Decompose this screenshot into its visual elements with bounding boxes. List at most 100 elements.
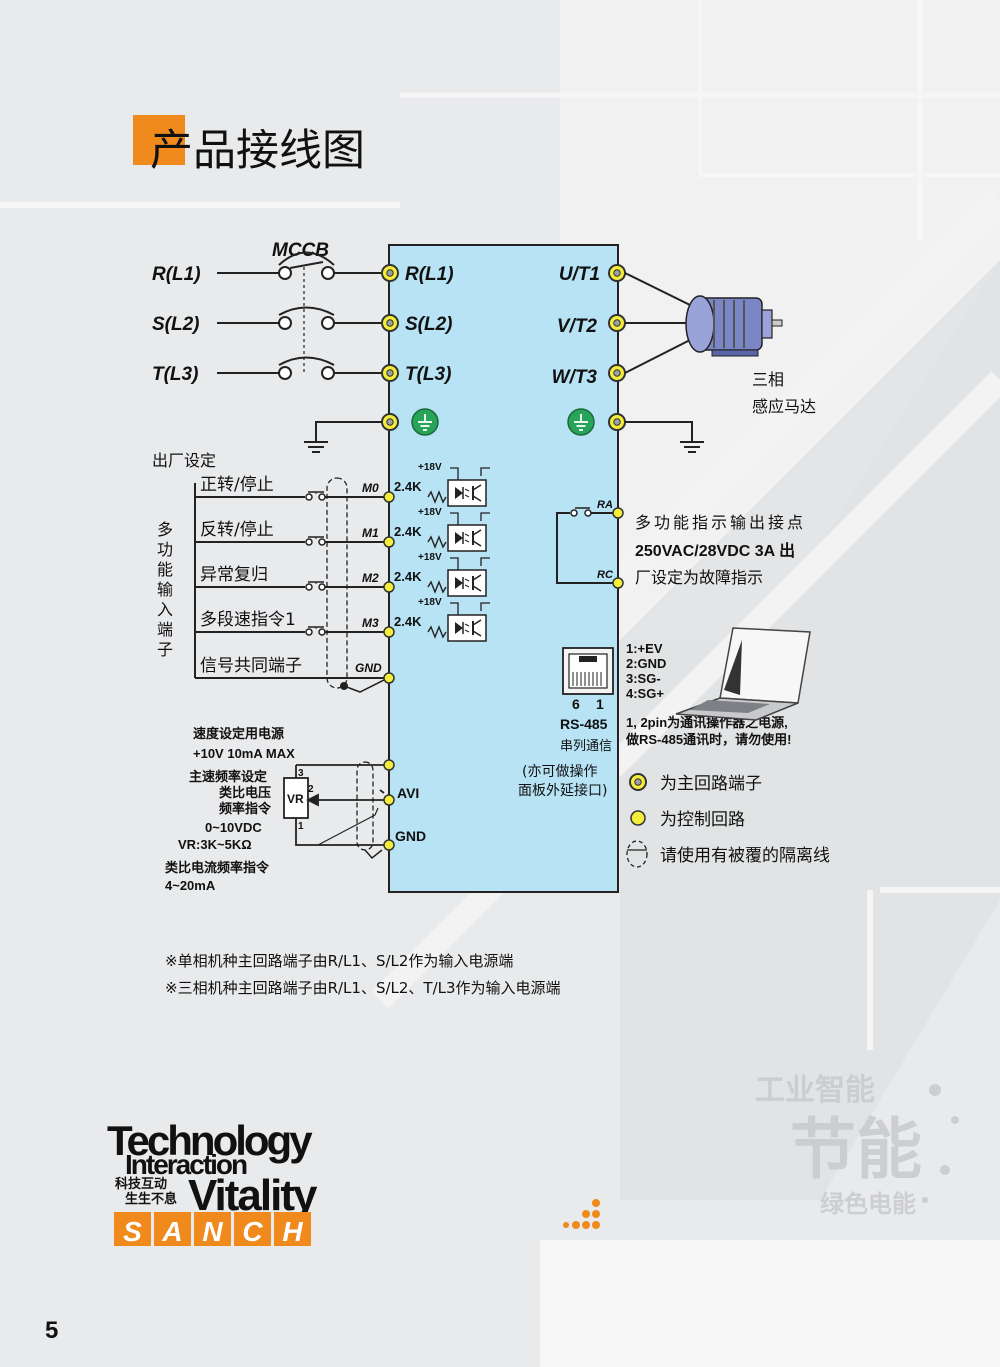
- range-label: 0~10VDC: [205, 820, 262, 835]
- watermark-line-1: 工业智能: [755, 1074, 875, 1107]
- freq-desc-1: 主速频率设定: [189, 769, 267, 784]
- power-input-wiring: [217, 251, 382, 380]
- brand-letter-box: [234, 1212, 271, 1246]
- ra-label: RA: [597, 499, 613, 511]
- digital-input-row: 反转/停止 M1 2.4K +18V: [195, 507, 490, 552]
- terminal-s: [381, 314, 399, 332]
- relay-output: [556, 507, 624, 589]
- drive-input-r: R(L1): [405, 264, 454, 285]
- title-marker: [133, 115, 185, 165]
- pin-2: 2:GND: [626, 656, 666, 671]
- rs485-label: RS-485: [560, 716, 608, 732]
- current-desc-1: 类比电流频率指令: [165, 860, 270, 875]
- terminal-pe-out: [608, 413, 626, 431]
- terminal-gnd-analog: [383, 839, 395, 851]
- brand-letter-box: [154, 1212, 191, 1246]
- pin-3: 3:SG-: [626, 671, 661, 686]
- drive-box: [388, 244, 619, 893]
- optocoupler-icon: [447, 569, 487, 597]
- supply-18v-label: +18V: [418, 597, 442, 608]
- brand-letter-box: [194, 1212, 231, 1246]
- orange-dots-icon: [563, 1199, 600, 1229]
- drive-input-t: T(L3): [405, 364, 451, 385]
- rj45-pin6: 6: [572, 696, 580, 712]
- note-three-phase: ※三相机种主回路端子由R/L1、S/L2、T/L3作为输入电源端: [165, 979, 561, 997]
- input-function-label: 异常复归: [200, 565, 268, 585]
- motor-label-2: 感应马达: [752, 397, 816, 416]
- relay-desc-1: 多功能指示输出接点: [635, 513, 806, 532]
- mccb-label: MCCB: [272, 240, 329, 261]
- supply-18v-label: +18V: [418, 462, 442, 473]
- drive-output-v: V/T2: [557, 316, 598, 337]
- page-number: 5: [45, 1317, 58, 1344]
- ground-icon: [411, 408, 439, 436]
- input-terminal-label: M3: [362, 616, 379, 630]
- input-terminal-label: M1: [362, 526, 379, 540]
- terminal-m3: [383, 626, 395, 638]
- page-title: 产品接线图: [150, 126, 365, 176]
- ext-panel-2: 面板外延接口): [518, 782, 607, 799]
- multi-input-label: 多功能输入端子: [157, 520, 174, 659]
- terminal-m1: [383, 536, 395, 548]
- pot-label: VR: [287, 792, 304, 806]
- resistor-label: 2.4K: [394, 524, 422, 539]
- common-terminal-label: 信号共同端子: [200, 656, 302, 676]
- brand-letter: A: [161, 1216, 182, 1247]
- brand-letter-box: [114, 1212, 151, 1246]
- factory-setting-label: 出厂设定: [152, 451, 216, 470]
- terminal-v: [608, 314, 626, 332]
- drive-output-w: W/T3: [552, 367, 598, 388]
- input-label-t: T(L3): [152, 364, 198, 385]
- pin-1: 1:+EV: [626, 641, 663, 656]
- brand-interaction: Interaction: [125, 1149, 247, 1180]
- input-function-label: 正转/停止: [200, 475, 274, 495]
- legend-control: 为控制回路: [660, 810, 745, 830]
- legend-main-terminal-icon: [629, 773, 647, 791]
- shield-cable: [326, 477, 348, 689]
- rc-label: RC: [597, 569, 614, 581]
- input-function-label: 多段速指令1: [200, 610, 296, 630]
- relay-desc-3: 厂设定为故障指示: [635, 568, 763, 587]
- resistor-label: 2.4K: [394, 569, 422, 584]
- pot-pin1: 1: [298, 821, 304, 832]
- terminal-m0: [383, 491, 395, 503]
- input-label-s: S(L2): [152, 314, 200, 335]
- rj45-pin1: 1: [596, 696, 604, 712]
- terminal-gnd-digital: [383, 672, 395, 684]
- input-terminal-label: M2: [362, 571, 379, 585]
- supply-value: +10V 10mA MAX: [193, 746, 295, 761]
- ext-panel-1: (亦可做操作: [522, 764, 597, 780]
- multi-input-vertical-label: 多功能输入端子: [157, 520, 174, 659]
- pot-pin2: 2: [308, 784, 314, 795]
- motor-icon: [624, 272, 783, 374]
- relay-desc-2: 250VAC/28VDC 3A 出: [635, 541, 795, 560]
- drive-output-u: U/T1: [559, 264, 600, 285]
- brand-cn-1: 科技互动: [115, 1176, 167, 1191]
- terminal-rc: [612, 577, 624, 589]
- watermark-line-2: 节能: [790, 1112, 922, 1186]
- terminal-pe-in: [381, 413, 399, 431]
- brand-letter-box: [274, 1212, 311, 1246]
- brand-technology: Technology: [107, 1117, 313, 1164]
- optocoupler-icon: [447, 614, 487, 642]
- terminal-u: [608, 264, 626, 282]
- brand-letter: H: [282, 1216, 303, 1247]
- supply-18v-label: +18V: [418, 552, 442, 563]
- comm-note-2: 做RS-485通讯时，请勿使用!: [625, 732, 791, 747]
- freq-desc-2: 类比电压: [219, 785, 271, 800]
- resistor-label: 2.4K: [394, 614, 422, 629]
- watermark: 工业智能 节能 绿色电能: [755, 1074, 959, 1218]
- supply-18v-label: +18V: [418, 507, 442, 518]
- input-function-label: 反转/停止: [200, 520, 274, 540]
- legend-main: 为主回路端子: [660, 774, 762, 794]
- resistor-label: 2.4K: [394, 479, 422, 494]
- brand-letter: S: [123, 1216, 142, 1247]
- pin-4: 4:SG+: [626, 686, 664, 701]
- digital-input-row: 异常复归 M2 2.4K +18V: [195, 552, 490, 597]
- freq-desc-3: 频率指令: [219, 801, 272, 816]
- laptop-icon: [675, 627, 811, 721]
